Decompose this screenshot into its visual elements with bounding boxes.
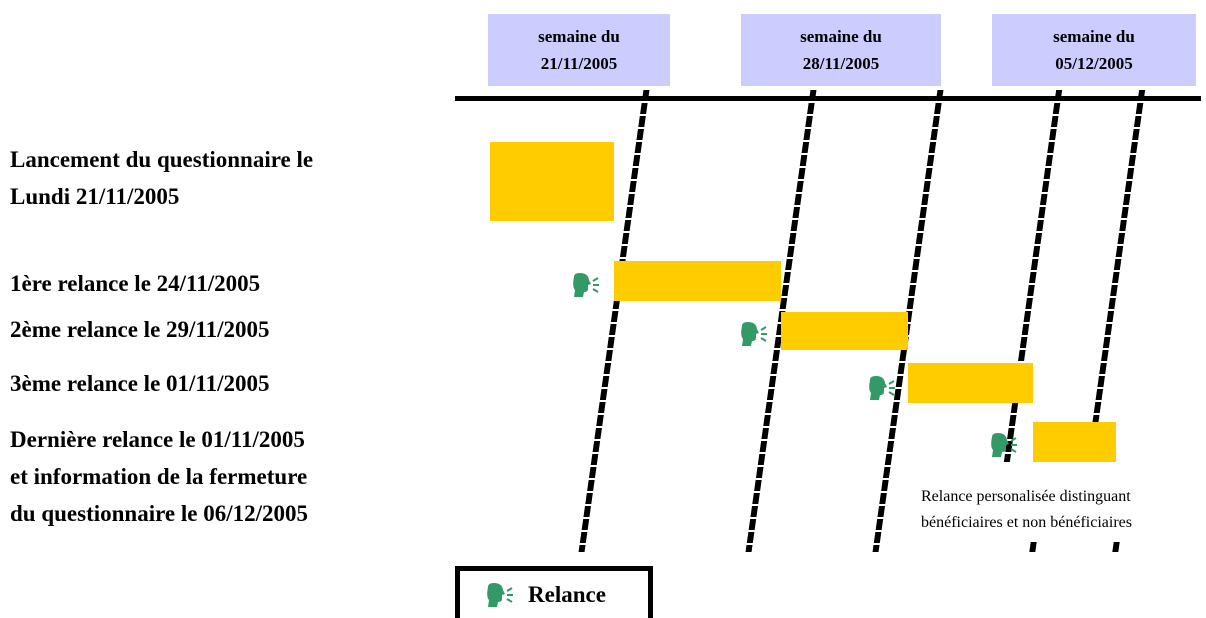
day-divider-4 — [1003, 90, 1063, 462]
speaking-head-icon — [741, 322, 767, 346]
week-header-2: semaine du 28/11/2005 — [741, 14, 941, 86]
week-header-1-date: 21/11/2005 — [540, 54, 618, 73]
task-label-launch-line2: Lundi 21/11/2005 — [10, 184, 180, 209]
week-header-3-title: semaine du — [1053, 27, 1135, 46]
task-label-relance-last: Dernière relance le 01/11/2005 et inform… — [10, 424, 308, 529]
week-header-3: semaine du 05/12/2005 — [992, 14, 1196, 86]
task-label-relance-1: 1ère relance le 24/11/2005 — [10, 271, 261, 296]
personalised-relance-note: Relance personalisée distinguant bénéfic… — [921, 484, 1132, 536]
week-header-2-title: semaine du — [800, 27, 882, 46]
week-header-2-date: 28/11/2005 — [802, 54, 880, 73]
task-label-launch-line1: Lancement du questionnaire le — [10, 147, 314, 172]
task-bar-relance-1 — [614, 261, 781, 301]
day-divider-5 — [1086, 90, 1146, 462]
task-bar-relance-3 — [908, 363, 1033, 403]
legend-label: Relance — [528, 581, 606, 607]
time-axis — [455, 96, 1201, 101]
task-label-relance-last-line1: Dernière relance le 01/11/2005 — [10, 427, 305, 452]
task-bar-relance-last — [1033, 422, 1116, 462]
legend: Relance — [455, 566, 653, 618]
week-header-1: semaine du 21/11/2005 — [488, 14, 670, 86]
task-label-relance-last-line3: du questionnaire le 06/12/2005 — [10, 501, 308, 526]
week-header-3-date: 05/12/2005 — [1055, 54, 1133, 73]
task-label-launch: Lancement du questionnaire le Lundi 21/1… — [10, 144, 313, 212]
task-label-relance-2: 2ème relance le 29/11/2005 — [10, 317, 270, 342]
note-line1: Relance personalisée distinguant — [921, 488, 1131, 505]
task-label-relance-3: 3ème relance le 01/11/2005 — [10, 371, 270, 396]
note-line2: bénéficiaires et non bénéficiaires — [921, 514, 1132, 531]
day-divider-5-tail — [1112, 542, 1120, 552]
speaking-head-icon — [487, 582, 513, 607]
week-header-1-title: semaine du — [538, 27, 620, 46]
speaking-head-icon — [869, 376, 895, 400]
task-label-relance-last-line2: et information de la fermeture — [10, 464, 308, 489]
task-bar-relance-2 — [781, 312, 908, 350]
speaking-head-icon — [573, 273, 599, 297]
speaking-head-icon — [991, 433, 1017, 457]
day-divider-4-tail — [1029, 542, 1037, 552]
task-bar-launch — [490, 142, 614, 221]
